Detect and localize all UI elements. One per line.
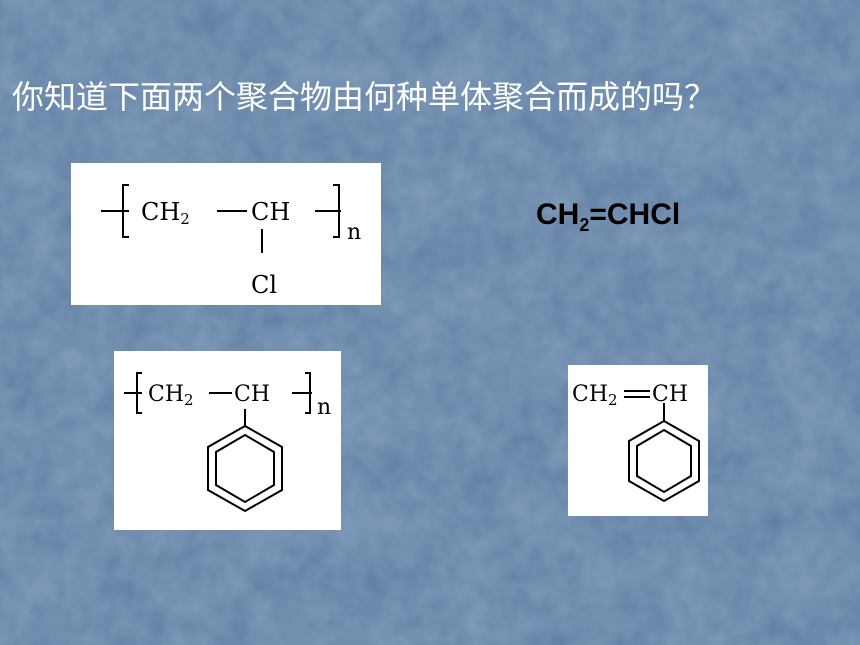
pvc-cl-label: Cl bbox=[251, 271, 277, 299]
pvc-monomer-formula: CH2=CHCl bbox=[536, 198, 681, 235]
ps-ch2-label: CH2 bbox=[148, 382, 194, 409]
styrene-ch2-label: CH2 bbox=[572, 382, 618, 409]
pvc-ch2-label: CH2 bbox=[141, 198, 190, 228]
ps-ch-label: CH bbox=[234, 382, 270, 407]
styrene-monomer-structure: CH2 CH bbox=[568, 365, 708, 516]
question-title: 你知道下面两个聚合物由何种单体聚合而成的吗？ bbox=[12, 78, 717, 116]
styrene-ch-label: CH bbox=[652, 382, 688, 407]
pvc-repeat-n: n bbox=[347, 220, 361, 245]
ps-repeat-n: n bbox=[317, 395, 331, 420]
pvc-ch-label: CH bbox=[251, 198, 290, 226]
ps-polymer-structure: CH2 CH n bbox=[114, 351, 341, 530]
pvc-polymer-structure: CH2 CH Cl n bbox=[71, 163, 381, 305]
